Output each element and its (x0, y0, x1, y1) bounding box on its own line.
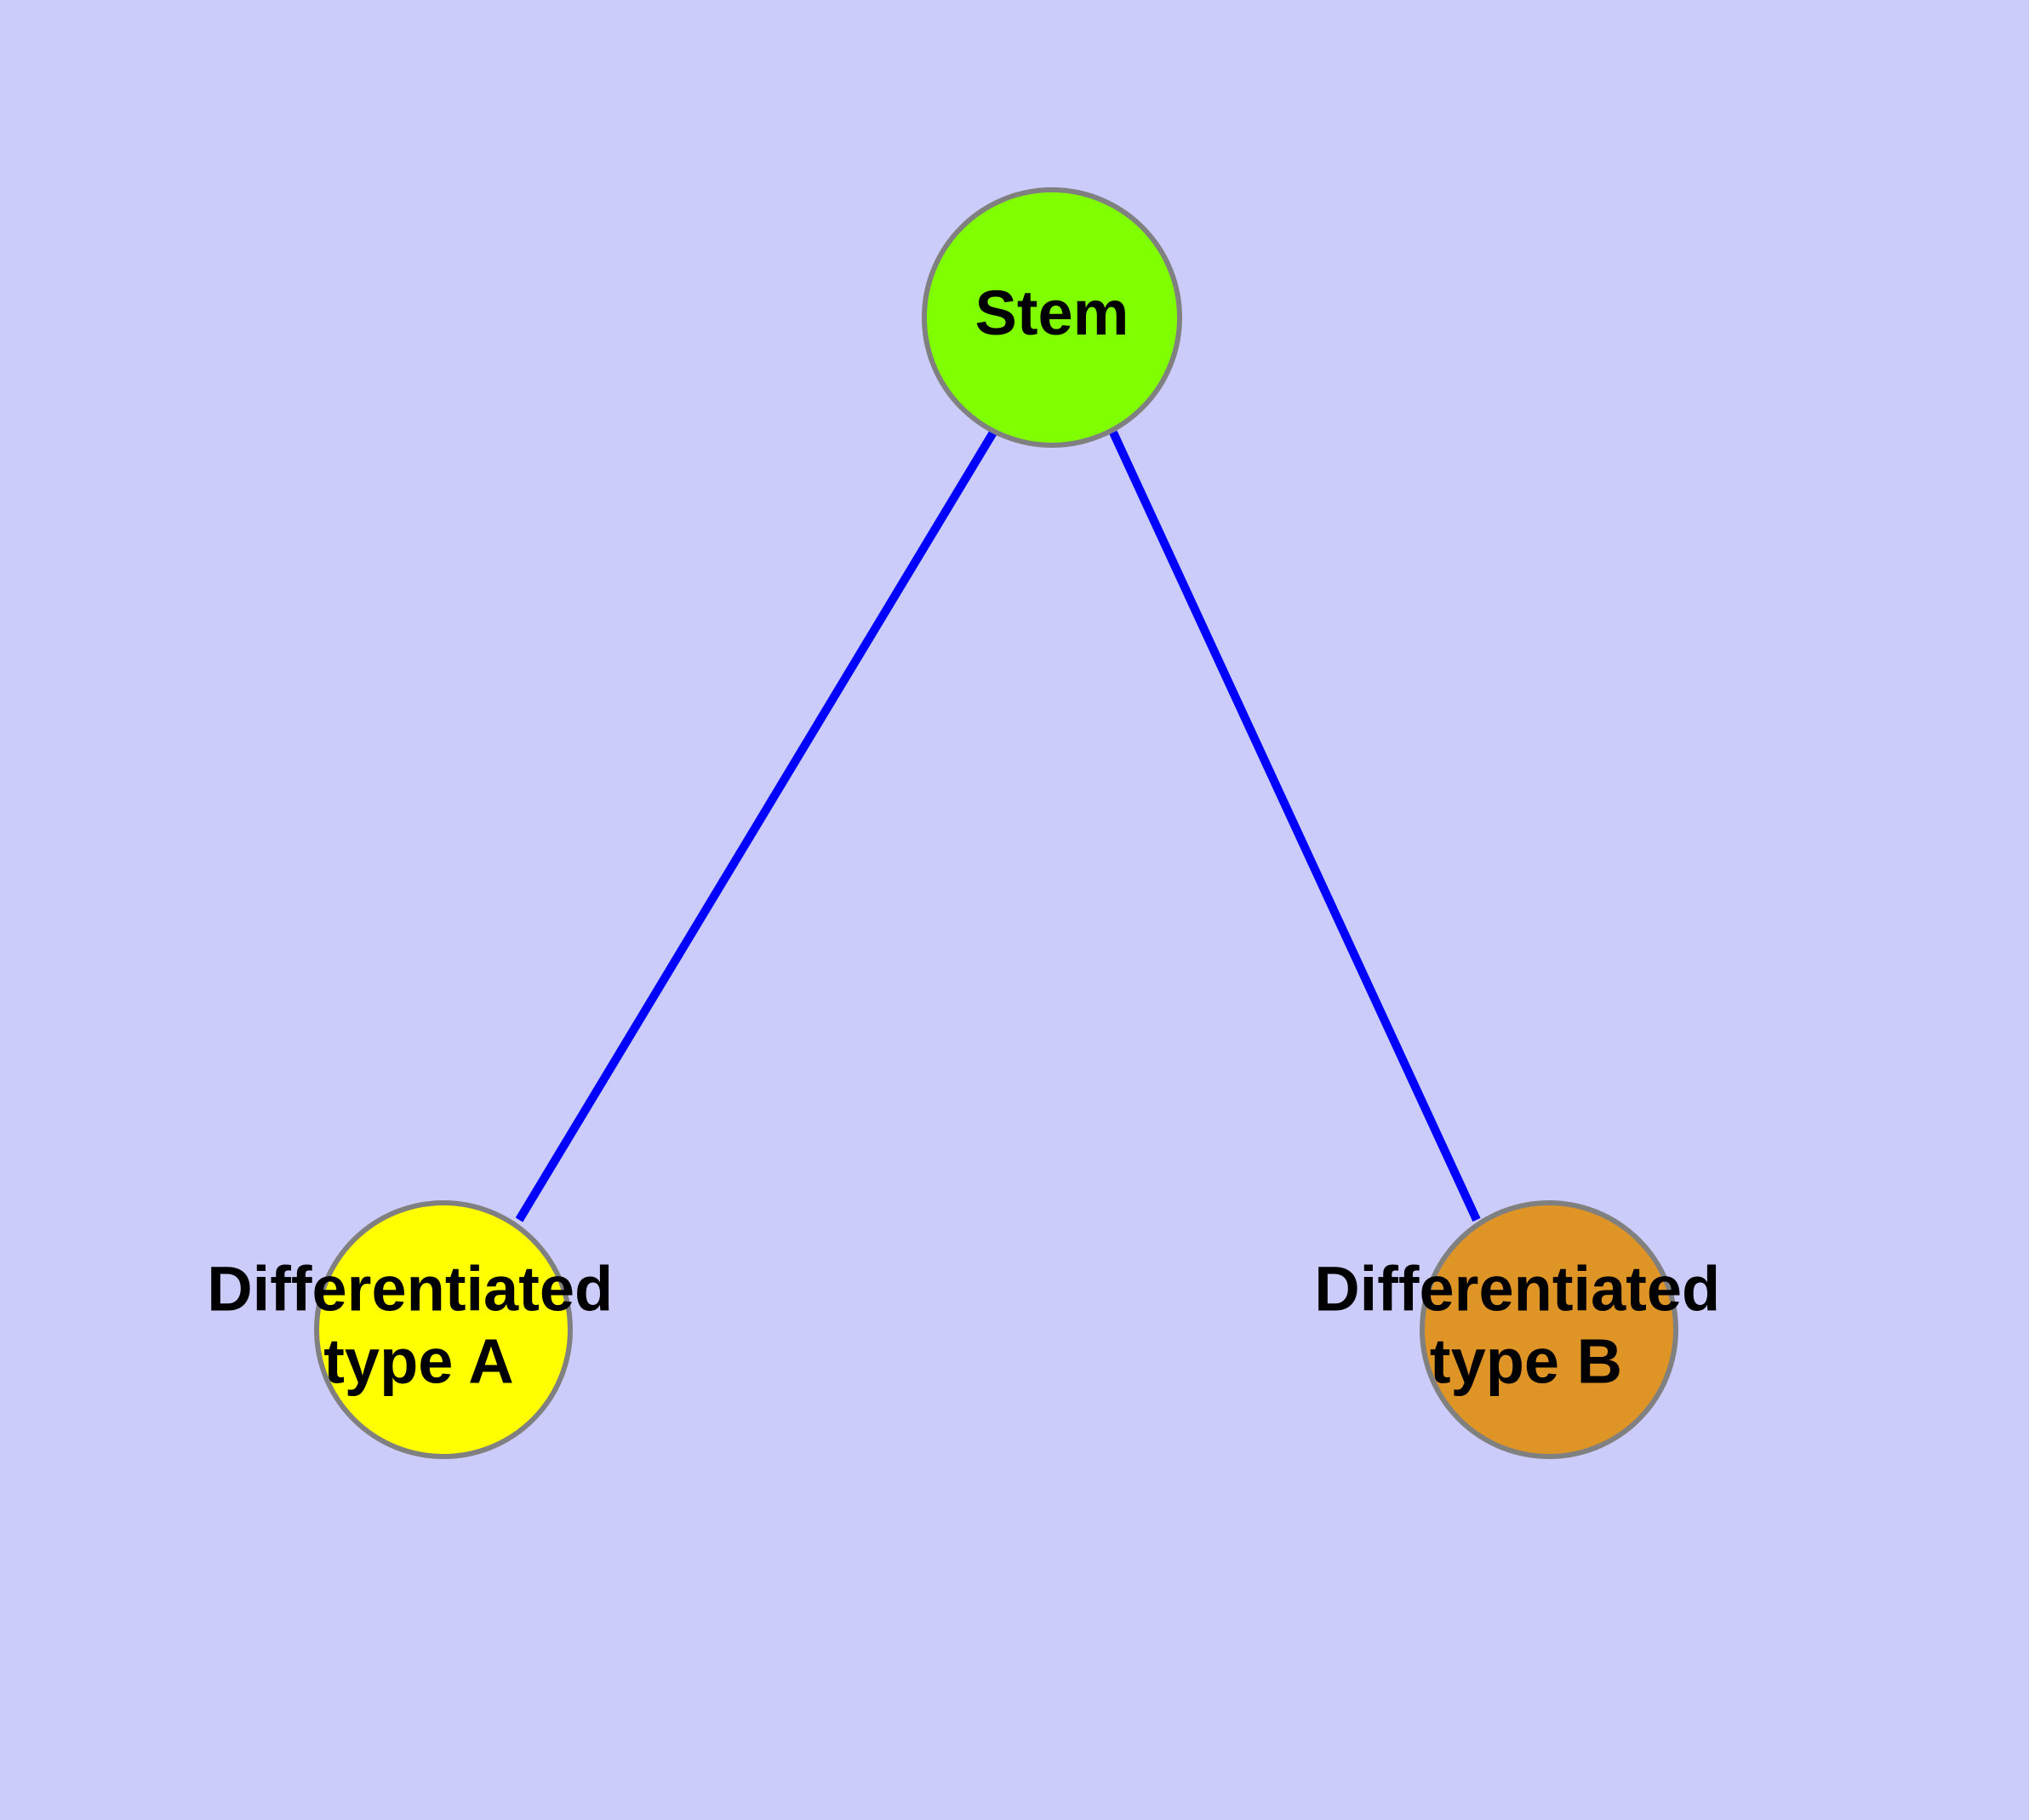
edge-stem-to-differentiated-type-a[interactable] (515, 430, 997, 1222)
node-label-differentiated-type-b-line1: Differentiated (1314, 1253, 1720, 1324)
edge-stem-to-differentiated-type-b[interactable] (1109, 430, 1481, 1222)
nodes-layer (314, 187, 1678, 1459)
node-label-differentiated-type-b: Differentiated type B (1314, 1253, 1738, 1396)
labels-layer: Stem Differentiated type A Differentiate… (207, 278, 1738, 1397)
node-label-differentiated-type-b-line2: type B (1430, 1325, 1622, 1396)
node-label-stem: Stem (975, 278, 1129, 348)
node-label-stem-line1: Stem (975, 278, 1129, 348)
edges-layer (515, 430, 1481, 1222)
node-differentiated-type-b[interactable] (1420, 1200, 1678, 1459)
node-differentiated-type-a[interactable] (314, 1200, 573, 1459)
node-stem[interactable] (922, 187, 1182, 448)
node-label-differentiated-type-a-line2: type A (323, 1325, 513, 1396)
node-label-differentiated-type-a-line1: Differentiated (207, 1253, 613, 1324)
node-label-differentiated-type-a: Differentiated type A (207, 1253, 631, 1396)
